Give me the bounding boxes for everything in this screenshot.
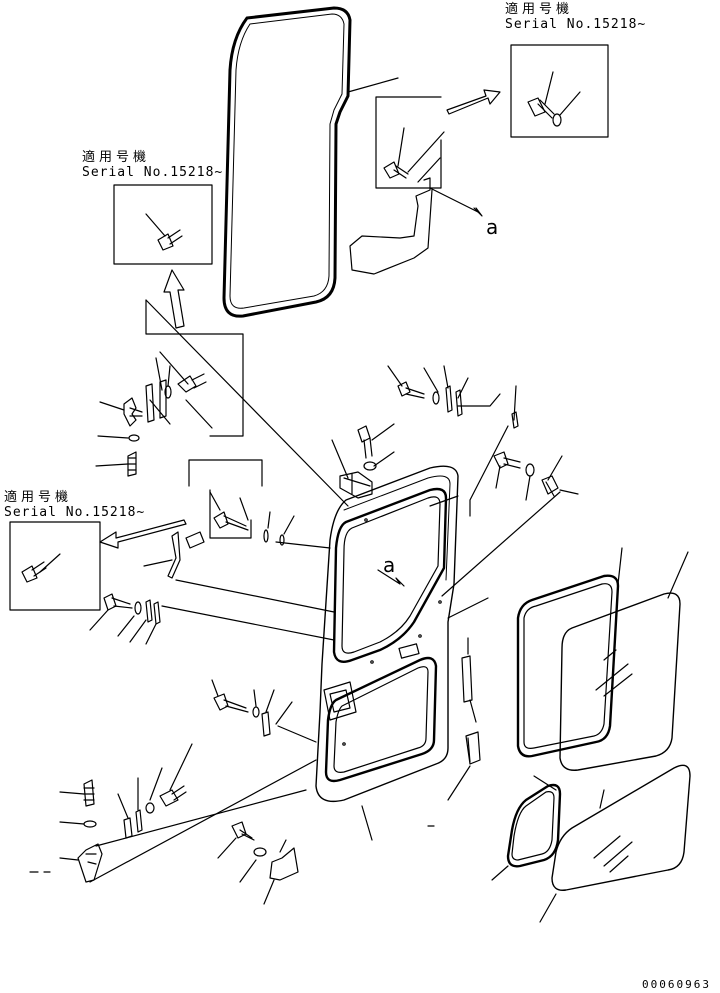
note-left-middle-line1: 適用号機 [4, 490, 73, 505]
note-left-upper-line1: 適用号機 [82, 150, 151, 165]
view-label-a-top: a [486, 215, 499, 239]
arrow-to-top-right-inset [446, 89, 501, 115]
cover-plate [349, 157, 483, 275]
drawing-code: 00060963 [642, 978, 711, 991]
door-side-strip [447, 637, 481, 801]
arrow-up-left [163, 269, 185, 329]
note-top-right: 適用号機 Serial No.15218~ [505, 2, 646, 32]
hinge-group-lower [29, 679, 435, 905]
serial-inset-top-right [510, 44, 609, 138]
bolt-bracket-middle [143, 459, 335, 613]
note-top-right-line1: 適用号機 [505, 2, 574, 17]
serial-inset-left-upper [113, 184, 213, 265]
note-left-upper-line2: Serial No.15218~ [82, 165, 224, 180]
window-weatherstrip [222, 6, 399, 318]
note-left-middle: 適用号機 Serial No.15218~ [4, 490, 145, 520]
note-top-right-line2: Serial No.15218~ [505, 17, 647, 32]
glass-lower-right [491, 764, 691, 923]
bolt-group-right [469, 385, 579, 517]
arrow-to-left-middle-inset [99, 519, 187, 549]
bolt-inset-top [375, 96, 445, 189]
cab-door-panel [315, 465, 561, 841]
bolt-group-mid-left [89, 593, 335, 645]
glass-upper-right [516, 547, 689, 771]
hinge-group-upper [95, 299, 349, 507]
note-left-upper: 適用号機 Serial No.15218~ [82, 150, 223, 180]
view-label-a-door: a [383, 553, 396, 577]
hinge-top-door [331, 365, 501, 499]
note-left-middle-line2: Serial No.15218~ [4, 505, 146, 520]
serial-inset-left-middle [9, 521, 101, 611]
